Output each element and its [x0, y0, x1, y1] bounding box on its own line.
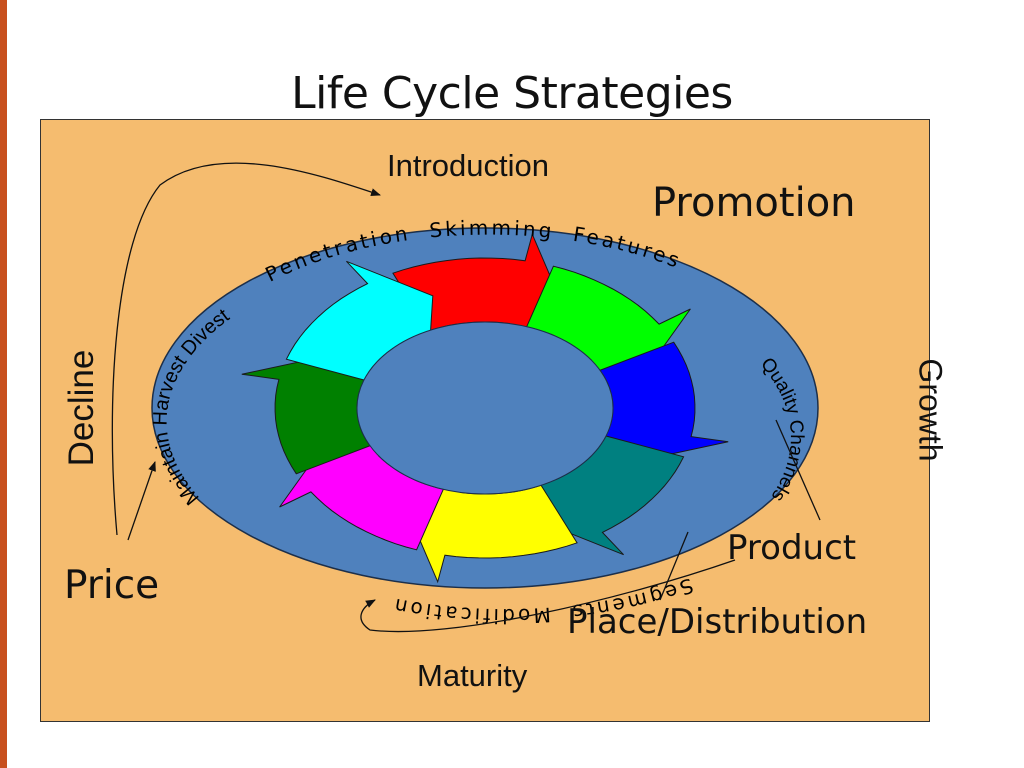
stage-label-introduction: Introduction: [387, 148, 549, 183]
product-to-maturity-connector: [360, 559, 736, 633]
mix-label-promotion: Promotion: [652, 180, 856, 226]
stage-label-growth: Growth: [912, 358, 949, 462]
mix-label-price: Price: [64, 563, 160, 608]
page-title: Life Cycle Strategies: [291, 68, 733, 119]
decline-to-introduction-connector: [111, 162, 381, 536]
arrow-ring: [241, 232, 729, 584]
product-connector: [775, 419, 821, 521]
price-to-ring-connector: [127, 461, 156, 541]
mix-label-place-distribution: Place/Distribution: [567, 602, 868, 642]
left-accent-bar: [0, 0, 7, 768]
inner-hole-ellipse: [356, 321, 614, 495]
mix-label-product: Product: [727, 528, 857, 568]
place-connector: [659, 531, 689, 601]
stage-label-maturity: Maturity: [417, 658, 528, 693]
stage-label-decline: Decline: [62, 349, 101, 467]
